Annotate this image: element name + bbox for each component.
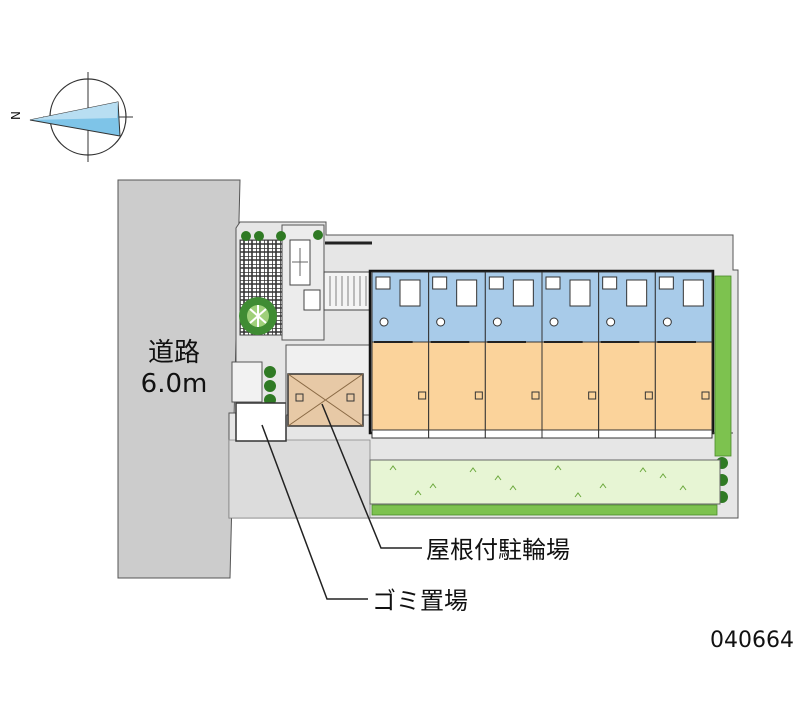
tree-icon xyxy=(239,297,277,335)
unit-1-toilet-icon xyxy=(375,276,391,290)
unit-3-balcony xyxy=(484,429,543,439)
unit-5-toilet-icon xyxy=(602,276,618,290)
stairs xyxy=(323,271,372,311)
compass-icon: N xyxy=(9,72,133,162)
unit-3-bath-icon xyxy=(512,279,534,307)
hedge-bottom xyxy=(371,504,718,516)
garbage-area-leader xyxy=(261,424,368,600)
unit-1-bath-icon xyxy=(399,279,421,307)
unit-4-column-icon xyxy=(588,391,597,400)
unit-1-sink-icon xyxy=(379,317,389,327)
unit-4-toilet-icon xyxy=(545,276,561,290)
grass-marks xyxy=(389,465,687,498)
unit-3-column-icon xyxy=(531,391,540,400)
unit-5-balcony xyxy=(598,429,656,439)
road xyxy=(117,179,241,579)
garden xyxy=(369,459,721,505)
unit-6-sink-icon xyxy=(662,317,672,327)
unit-6-bath-icon xyxy=(682,279,704,307)
bike-shelter-label: 屋根付駐輪場 xyxy=(426,536,570,564)
compass-north-letter: N xyxy=(9,111,23,120)
property-code: 040664 xyxy=(710,628,794,653)
unit-2-room xyxy=(428,341,486,431)
bike-shelter xyxy=(285,344,371,427)
unit-6-toilet-icon xyxy=(658,276,674,290)
unit-2-column-icon xyxy=(474,391,483,400)
unit-4-room xyxy=(541,341,600,431)
unit-6-room xyxy=(654,341,713,431)
road-name: 道路 xyxy=(148,338,200,368)
apartment-building xyxy=(368,269,715,439)
unit-5-column-icon xyxy=(644,391,653,400)
unit-2-bath-icon xyxy=(456,279,478,307)
garbage-area-label: ゴミ置場 xyxy=(372,587,468,615)
unit-2-toilet-icon xyxy=(432,276,448,290)
unit-6-column-icon xyxy=(701,391,710,400)
unit-3-sink-icon xyxy=(492,317,502,327)
unit-5-room xyxy=(598,341,656,431)
unit-5-bath-icon xyxy=(626,279,648,307)
bike-shelter-leader xyxy=(321,403,422,549)
unit-6-balcony xyxy=(654,429,713,439)
hedge-right xyxy=(714,275,732,457)
unit-3-toilet-icon xyxy=(488,276,504,290)
unit-5-sink-icon xyxy=(606,317,616,327)
unit-4-sink-icon xyxy=(549,317,559,327)
road-width: 6.0m xyxy=(141,369,208,399)
unit-2-sink-icon xyxy=(436,317,446,327)
unit-3-room xyxy=(484,341,543,431)
unit-4-bath-icon xyxy=(569,279,591,307)
garbage-area xyxy=(231,361,287,442)
unit-4-balcony xyxy=(541,429,600,439)
unit-2-balcony xyxy=(428,429,486,439)
unit-1-column-icon xyxy=(418,391,427,400)
entrance-area xyxy=(281,224,372,341)
unit-1-room xyxy=(371,341,430,431)
unit-1-balcony xyxy=(371,429,430,439)
